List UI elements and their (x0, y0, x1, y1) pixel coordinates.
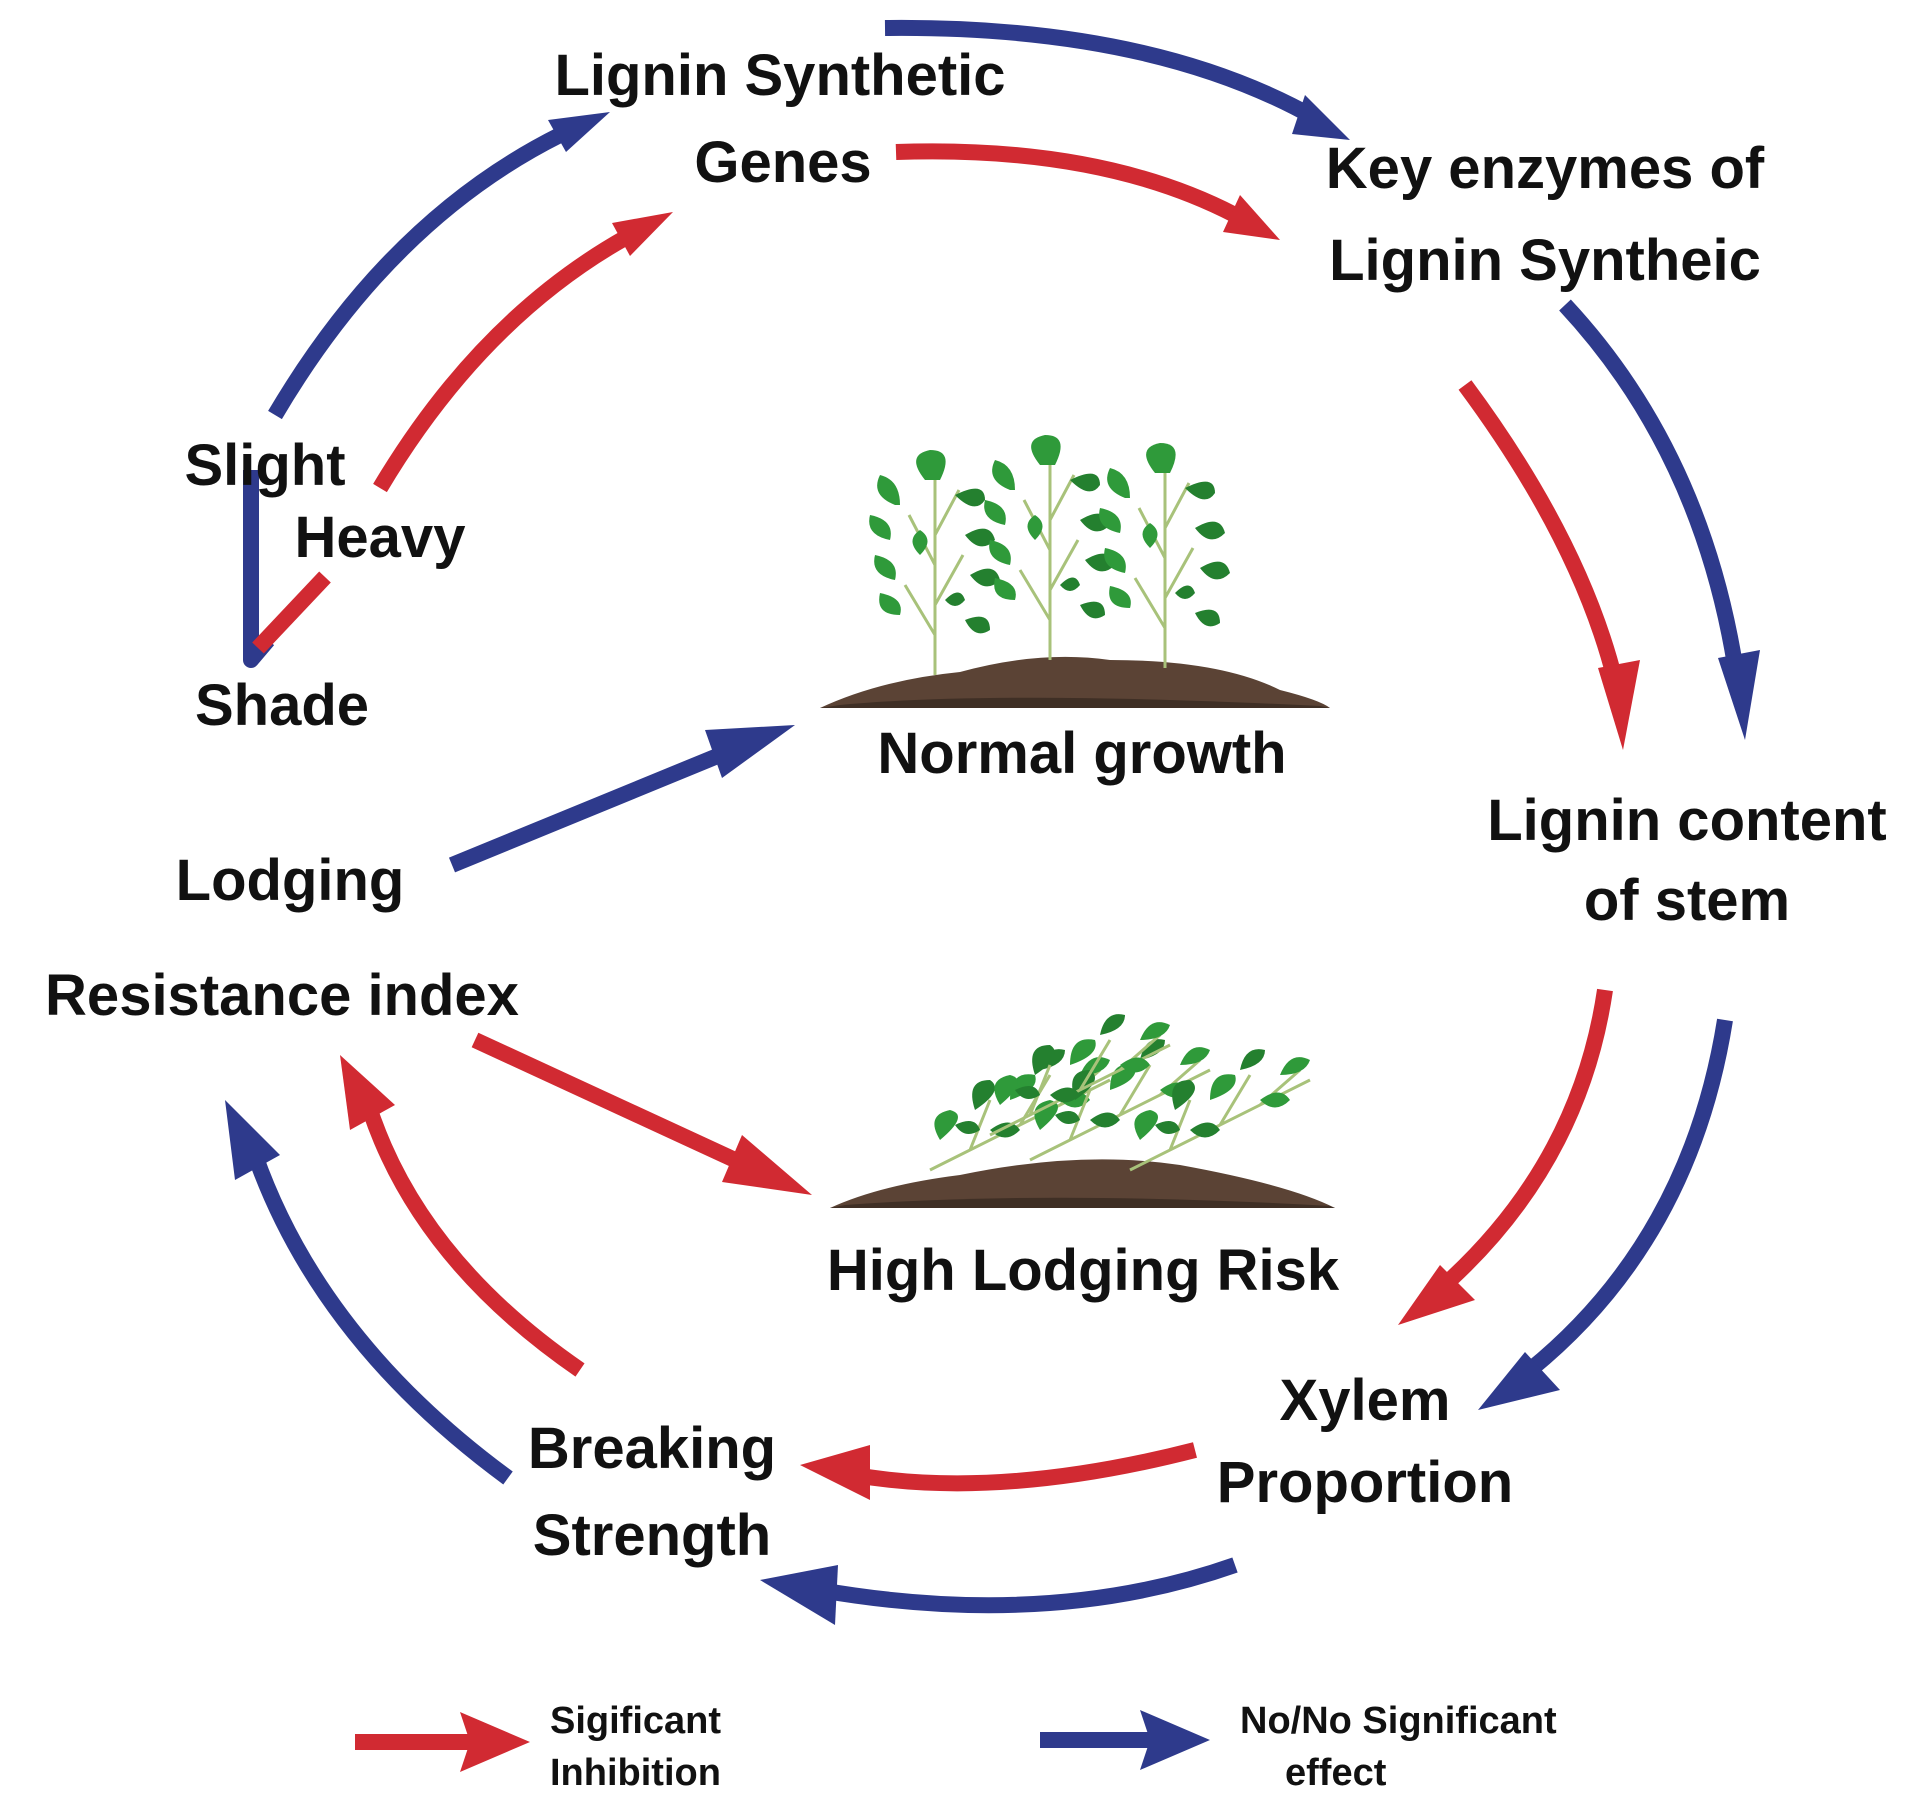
arrow-enzymes-to-content-blue (1559, 299, 1760, 740)
node-slight: Slight (184, 433, 345, 498)
arrow-breaking-to-resistance-red (340, 1055, 585, 1377)
node-shade: Shade (195, 673, 369, 738)
node-breaking-line1: Breaking (528, 1416, 776, 1481)
node-xylem-line2: Proportion (1217, 1450, 1513, 1515)
normal-growth-illustration (820, 433, 1330, 708)
legend-red-line1: Sigificant (550, 1700, 721, 1742)
legend-blue-arrow (1040, 1710, 1210, 1770)
link-heavy-shade (252, 571, 331, 654)
node-key-enzymes-line1: Key enzymes of (1326, 136, 1765, 201)
node-lignin-genes-line2: Genes (694, 130, 871, 195)
node-heavy: Heavy (295, 505, 466, 570)
arrow-content-to-xylem-red (1398, 988, 1613, 1325)
arrow-content-to-xylem-blue (1478, 1018, 1733, 1410)
legend-blue-line1: No/No Significant (1240, 1700, 1557, 1742)
arrow-genes-to-enzymes-red (895, 143, 1280, 240)
label-high-lodging-risk: High Lodging Risk (827, 1238, 1340, 1303)
arrow-xylem-to-breaking-blue (760, 1557, 1238, 1625)
node-key-enzymes-line2: Lignin Syntheic (1329, 228, 1761, 293)
node-lignin-content-line2: of stem (1584, 868, 1790, 933)
node-breaking-line2: Strength (533, 1503, 771, 1568)
arrow-resistance-to-high-risk (471, 1032, 812, 1195)
arrow-slight-to-genes (268, 112, 610, 420)
arrow-enzymes-to-content-red (1458, 380, 1640, 750)
legend-red-line2: Inhibition (550, 1752, 721, 1794)
node-lignin-genes-line1: Lignin Synthetic (554, 43, 1005, 108)
arrow-genes-to-enzymes-blue (884, 19, 1350, 140)
arrow-lodging-to-normal (448, 725, 795, 873)
legend-blue-line2: effect (1285, 1752, 1387, 1794)
legend: Sigificant Inhibition No/No Significant … (355, 1700, 1557, 1794)
node-lodging-line2: Resistance index (45, 963, 519, 1028)
node-lodging-line1: Lodging (176, 848, 405, 913)
arrow-xylem-to-breaking-red (800, 1442, 1197, 1500)
legend-red-arrow (355, 1712, 530, 1772)
arrow-heavy-to-genes (373, 212, 673, 493)
arrow-breaking-to-resistance-blue (225, 1100, 513, 1485)
high-lodging-risk-illustration (830, 1012, 1335, 1208)
node-xylem-line1: Xylem (1280, 1368, 1451, 1433)
label-normal-growth: Normal growth (877, 721, 1286, 786)
node-lignin-content-line1: Lignin content (1487, 788, 1887, 853)
